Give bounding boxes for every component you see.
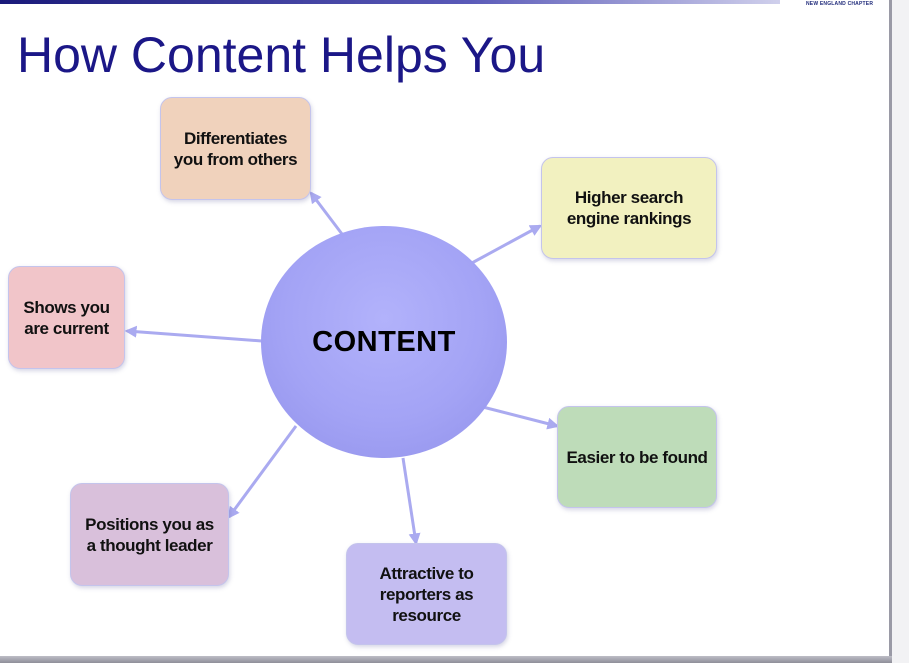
arrow-to-differentiates: [309, 191, 347, 239]
arrow-to-current: [124, 325, 263, 343]
arrow-to-leader: [227, 425, 298, 519]
chapter-mark: NEW ENGLAND CHAPTER: [806, 1, 874, 7]
arrow-to-reporters: [401, 457, 421, 546]
arrow-to-search: [469, 224, 543, 266]
node-differentiates: Differentiates you from others: [160, 97, 311, 200]
node-thought-leader: Positions you as a thought leader: [70, 483, 229, 586]
center-label: CONTENT: [312, 325, 456, 358]
node-easier-found: Easier to be found: [557, 406, 717, 508]
node-shows-current: Shows you are current: [8, 266, 125, 369]
slide-title: How Content Helps You: [17, 27, 546, 83]
node-reporters-resource: Attractive to reporters as resource: [346, 543, 507, 645]
slide-gutter: [892, 0, 909, 663]
node-search-rankings: Higher search engine rankings: [541, 157, 717, 259]
slide-edge-bottom: [0, 656, 892, 663]
slide-edge-right: [889, 0, 892, 663]
center-content-circle: CONTENT: [261, 226, 507, 458]
top-accent-bar: [0, 0, 780, 4]
